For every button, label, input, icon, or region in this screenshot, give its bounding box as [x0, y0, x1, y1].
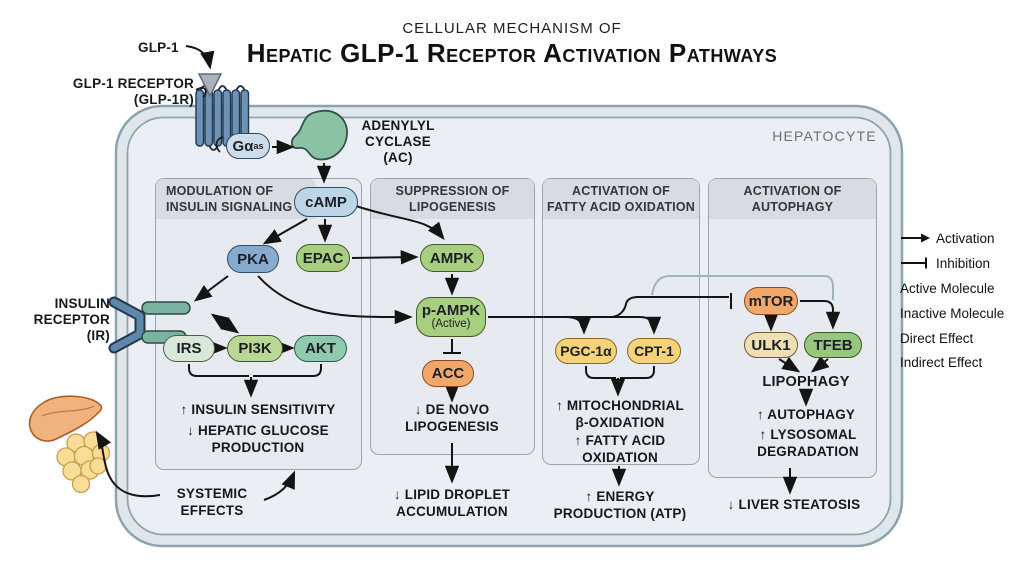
- outcome-de-novo-lipogenesis: ↓ DE NOVO LIPOGENESIS: [405, 402, 499, 434]
- node-irs: IRS: [163, 335, 215, 362]
- activation-arrow-icon: [901, 233, 930, 243]
- node-p-ampk: p-AMPK (Active): [416, 297, 486, 337]
- outcome-lysosomal-degradation: ↑ LYSOSOMAL DEGRADATION: [757, 427, 859, 459]
- outcome-energy-production: ↑ ENERGY PRODUCTION (ATP): [553, 489, 687, 521]
- diagram-kicker: CELLULAR MECHANISM OF: [402, 20, 622, 37]
- outcome-fatty-acid-oxidation: ↑ FATTY ACID OXIDATION: [574, 433, 666, 465]
- galpha-tail: [215, 136, 224, 153]
- legend-inactive-molecule-label: Inactive Molecule: [900, 305, 1005, 321]
- diagram-title: Hepatic GLP-1 Receptor Activation Pathwa…: [246, 38, 778, 68]
- legend-inhibition: Inhibition: [900, 253, 990, 273]
- legend-indirect-effect: Indirect Effect: [900, 352, 982, 372]
- node-akt: AKT: [294, 335, 347, 362]
- node-ampk: AMPK: [420, 244, 484, 272]
- legend-activation-label: Activation: [936, 230, 995, 246]
- node-mtor: mTOR: [744, 287, 798, 315]
- legend-activation: Activation: [900, 228, 995, 248]
- node-epac: EPAC: [296, 244, 350, 272]
- panel-insulin-signaling-title: MODULATION OF INSULIN SIGNALING: [156, 179, 316, 219]
- glp1r-label-hook: [195, 87, 207, 98]
- node-acc: ACC: [422, 360, 474, 387]
- adenylyl-cyclase-art: [291, 109, 348, 161]
- outcome-autophagy: ↑ AUTOPHAGY: [756, 407, 856, 422]
- legend-indirect-effect-label: Indirect Effect: [900, 354, 983, 370]
- insulin-receptor-label: INSULIN RECEPTOR (IR): [33, 296, 110, 344]
- islet-cells-art: [56, 431, 111, 494]
- legend-inactive-molecule: Inactive Molecule: [900, 303, 1004, 323]
- panel-lipogenesis-title: SUPPRESSION OF LIPOGENESIS: [371, 179, 534, 219]
- outcome-hepatic-glucose: ↓ HEPATIC GLUCOSE PRODUCTION: [187, 423, 329, 455]
- p-ampk-active-text: (Active): [431, 318, 471, 331]
- g-alpha-text: Gα: [232, 137, 254, 155]
- g-alpha-subscript: as: [253, 140, 264, 151]
- node-tfeb: TFEB: [804, 332, 862, 358]
- glp1-ligand-triangle: [197, 73, 223, 98]
- outcome-mitochondrial-oxidation: ↑ MITOCHONDRIAL β-OXIDATION: [556, 398, 684, 430]
- panel-autophagy-title: ACTIVATION OF AUTOPHAGY: [709, 179, 876, 219]
- glp1r-label: GLP-1 RECEPTOR (GLP-1R): [72, 76, 194, 108]
- arrow-systemic-to-pancreas: [95, 430, 161, 498]
- legend-active-molecule: Active Molecule: [900, 278, 995, 298]
- node-pi3k: PI3K: [227, 335, 283, 362]
- node-cpt1: CPT-1: [627, 338, 681, 364]
- adenylyl-cyclase-label: ADENYLYL CYCLASE (AC): [361, 118, 435, 166]
- p-ampk-text: p-AMPK: [421, 302, 481, 320]
- arrow-systemic-to-panel: [263, 470, 296, 501]
- outcome-insulin-sensitivity: ↑ INSULIN SENSITIVITY: [180, 402, 336, 417]
- inhibition-bar-icon: [901, 257, 927, 269]
- lipophagy-label: LIPOPHAGY: [762, 374, 850, 390]
- node-pka: PKA: [227, 245, 279, 273]
- systemic-effects-label: SYSTEMIC EFFECTS: [176, 486, 248, 518]
- hepatocyte-label: HEPATOCYTE: [772, 128, 877, 144]
- outcome-lipid-droplet: ↓ LIPID DROPLET ACCUMULATION: [393, 487, 511, 519]
- node-camp: cAMP: [294, 187, 358, 217]
- pancreas-art: [28, 395, 103, 442]
- node-ulk1: ULK1: [744, 332, 798, 358]
- glp1-label: GLP-1: [138, 40, 179, 55]
- legend-inhibition-label: Inhibition: [936, 255, 991, 271]
- panel-fatty-acid-oxidation-title: ACTIVATION OF FATTY ACID OXIDATION: [543, 179, 699, 219]
- node-pgc1a: PGC-1α: [555, 338, 617, 364]
- outcome-liver-steatosis: ↓ LIVER STEATOSIS: [727, 497, 861, 512]
- legend-direct-effect: Direct Effect: [900, 328, 973, 348]
- legend-direct-effect-label: Direct Effect: [900, 330, 974, 346]
- legend-active-molecule-label: Active Molecule: [900, 280, 995, 296]
